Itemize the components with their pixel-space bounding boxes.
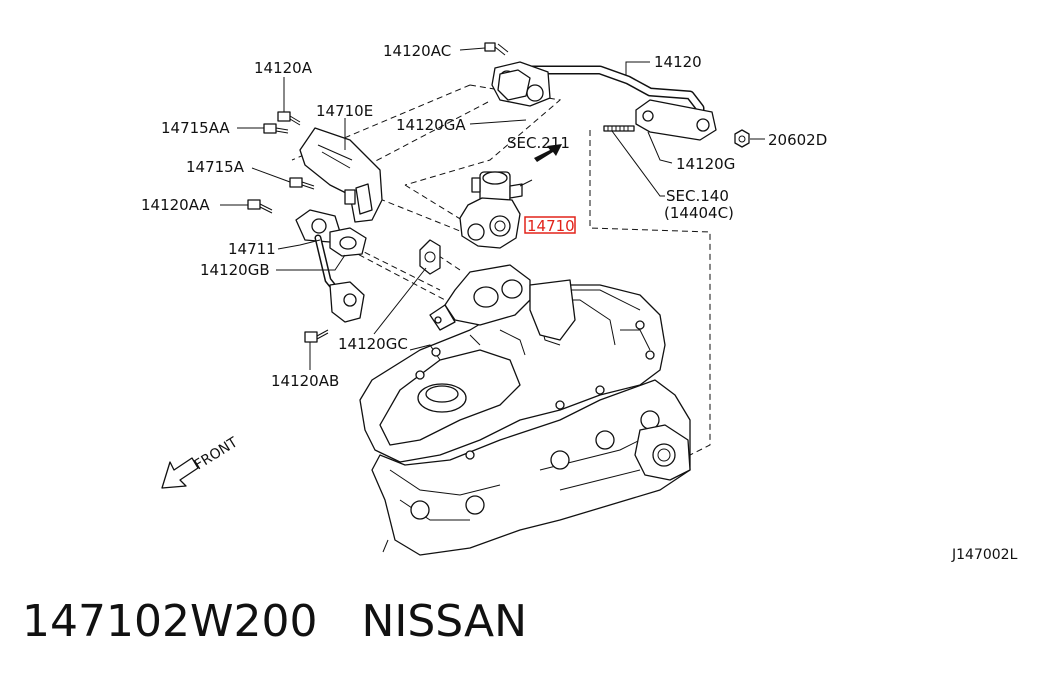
- label-sec140: SEC.140: [666, 187, 729, 205]
- label-14120AC: 14120AC: [383, 42, 451, 60]
- label-14710: 14710: [527, 217, 575, 235]
- label-ref: J147002L: [951, 547, 1018, 563]
- egr-valve-14710: [459, 171, 533, 249]
- bolt-14120AB: [304, 329, 329, 343]
- intake-manifold: [429, 264, 576, 341]
- brand-name: NISSAN: [361, 596, 528, 647]
- egr-tube-14711: [295, 209, 367, 323]
- label-20602D: 20602D: [768, 131, 827, 149]
- label-14711: 14711: [228, 240, 276, 258]
- stud-sec140: [603, 125, 635, 132]
- bolt-14715A: [289, 177, 315, 190]
- label-front: FRONT: [192, 434, 241, 473]
- caption: 147102W200 NISSAN: [22, 596, 527, 647]
- leader-lines: [220, 47, 765, 370]
- label-14120AB: 14120AB: [271, 372, 339, 390]
- gasket-14120GC: [419, 239, 441, 275]
- bolt-14120AC: [484, 42, 509, 56]
- bolt-14120A: [277, 111, 301, 126]
- label-14120GB: 14120GB: [200, 261, 270, 279]
- exhaust-flange: [634, 424, 691, 481]
- bracket-14710E: [299, 127, 383, 223]
- cylinder-head: [359, 284, 691, 556]
- label-14120GC: 14120GC: [338, 335, 408, 353]
- highlight-box-14710: [524, 216, 576, 234]
- bolt-14120AA: [247, 199, 273, 214]
- sec211-arrow: [534, 144, 562, 162]
- label-14120GA: 14120GA: [396, 116, 466, 134]
- label-14715A: 14715A: [186, 158, 245, 176]
- bolt-14715AA: [263, 123, 289, 134]
- gasket-14120GA: [497, 69, 531, 101]
- nut-20602D: [734, 129, 750, 148]
- part-number: 147102W200: [22, 596, 318, 647]
- label-14120G: 14120G: [676, 155, 735, 173]
- label-sec211: SEC.211: [507, 134, 570, 152]
- label-14120: 14120: [654, 53, 702, 71]
- label-14120AA: 14120AA: [141, 196, 210, 214]
- part-labels: 14120AC 14120 14120A 14710E 14715AA 1412…: [141, 42, 1018, 563]
- front-indicator: FRONT: [161, 434, 241, 489]
- label-14710E: 14710E: [316, 102, 373, 120]
- label-sec140-sub: (14404C): [664, 204, 734, 222]
- label-14120A: 14120A: [254, 59, 313, 77]
- parts-diagram: 14120AC 14120 14120A 14710E 14715AA 1412…: [141, 42, 1018, 563]
- label-14715AA: 14715AA: [161, 119, 230, 137]
